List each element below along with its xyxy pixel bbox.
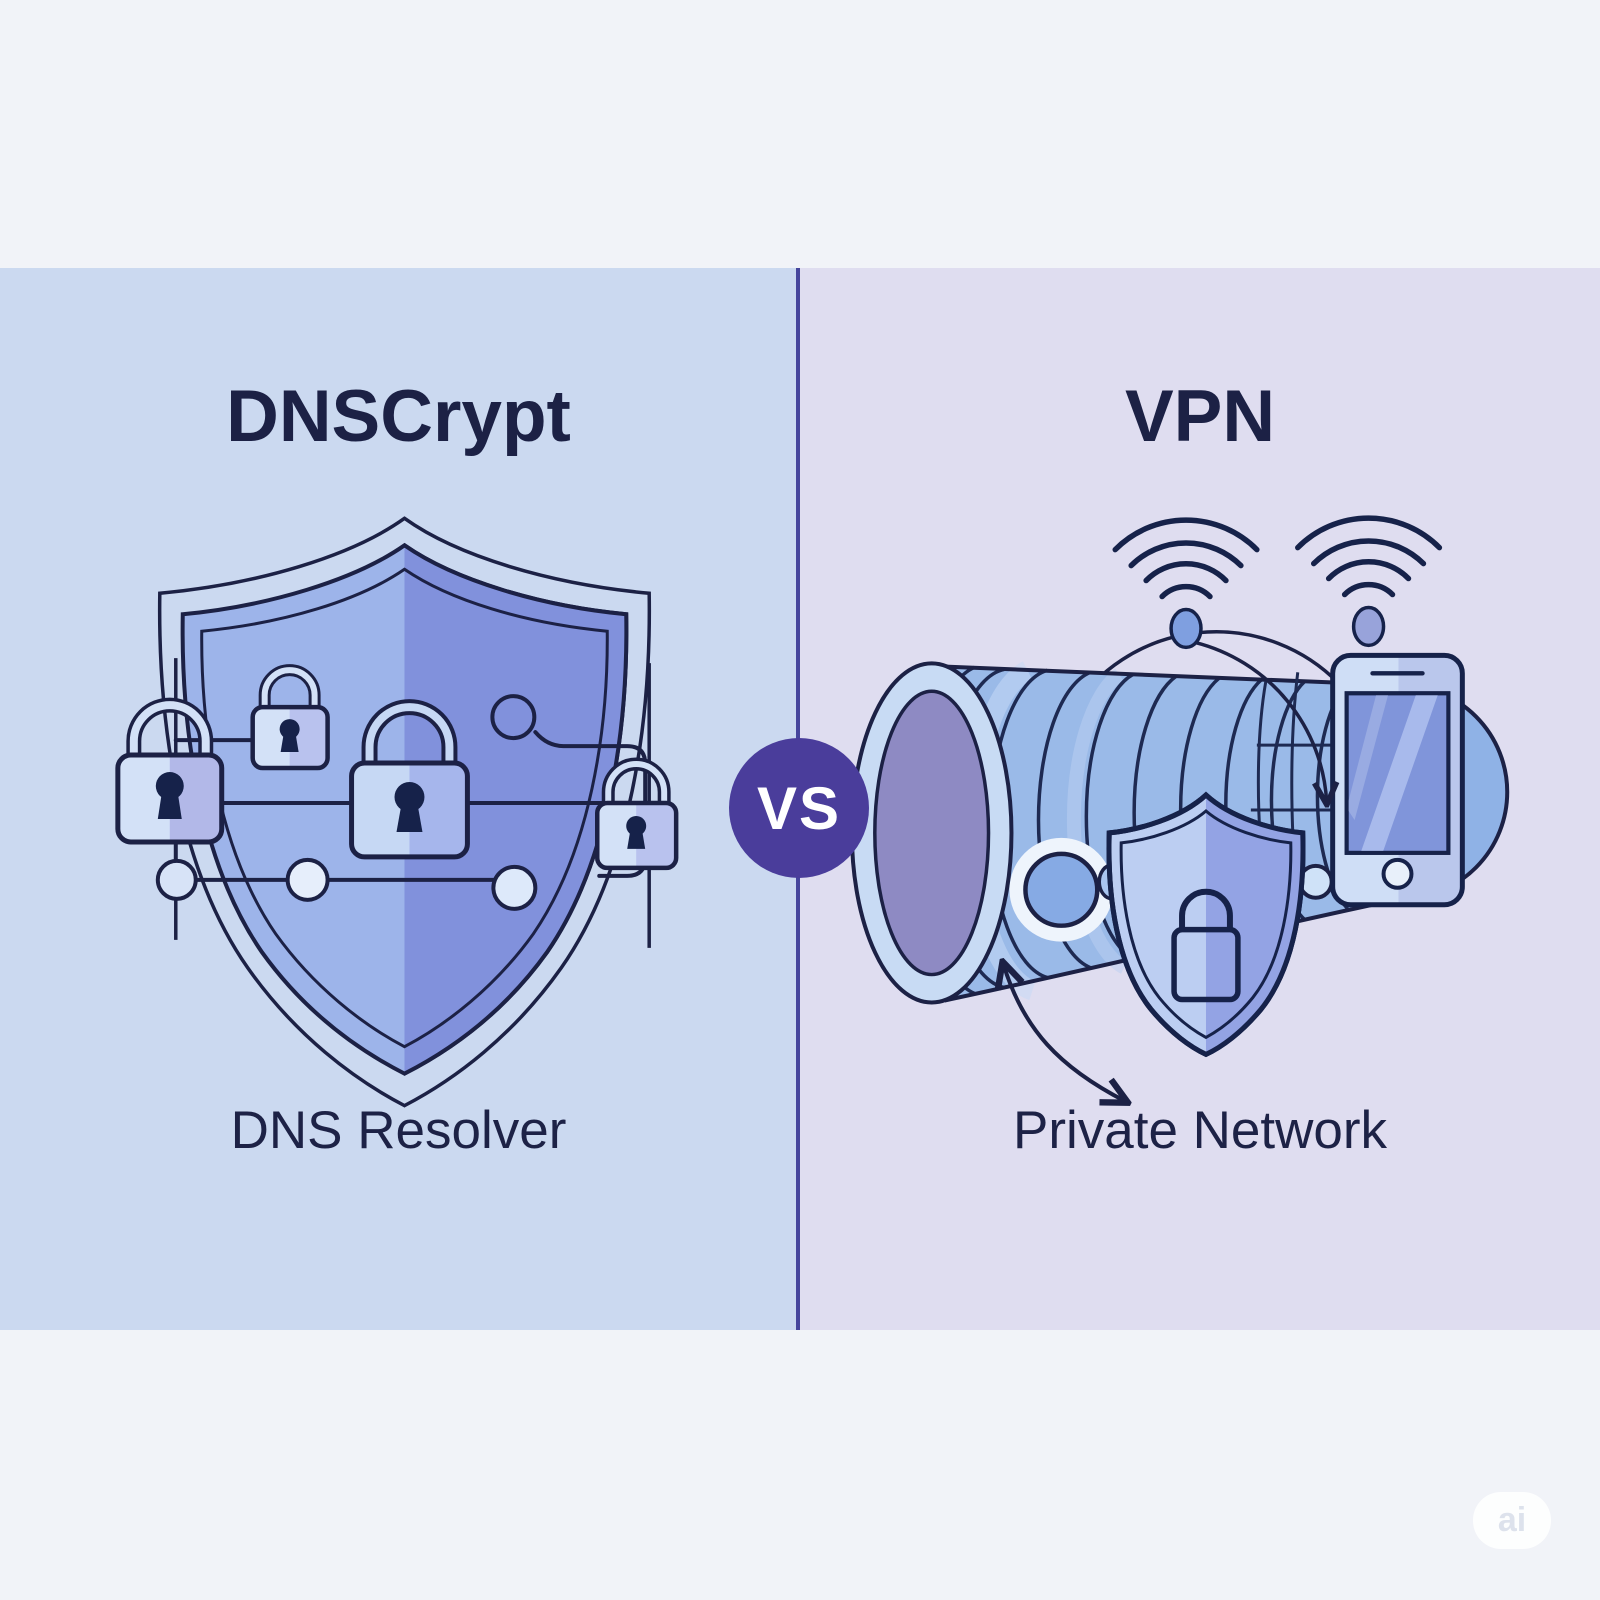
dnscrypt-illustration	[115, 516, 679, 1108]
padlock-icon	[115, 697, 225, 845]
arrow-icon	[1194, 640, 1327, 802]
lock-outline-icon	[1179, 888, 1233, 930]
vpn-caption: Private Network	[1012, 1101, 1388, 1160]
smartphone-icon	[1330, 652, 1465, 908]
wifi-icon	[1295, 515, 1443, 648]
panel-dnscrypt: DNSCrypt	[0, 268, 797, 1330]
shield-lock-icon	[1106, 791, 1306, 1058]
ai-watermark-badge: ai	[1473, 1492, 1551, 1549]
vs-label: VS	[756, 774, 842, 842]
top-band	[0, 0, 1600, 268]
tunnel-opening	[849, 661, 1014, 1005]
dnscrypt-title: DNSCrypt	[226, 376, 571, 457]
vpn-title: VPN	[1124, 376, 1276, 457]
dnscrypt-caption: DNS Resolver	[230, 1101, 567, 1160]
panel-vpn: VPN	[800, 268, 1600, 1330]
wifi-icon	[1112, 517, 1260, 650]
ai-watermark-label: ai	[1497, 1501, 1527, 1539]
shield-outer-outline	[157, 516, 652, 1108]
circuit-node-icon	[155, 694, 538, 911]
arrow-icon	[1003, 965, 1125, 1102]
padlock-icon	[349, 699, 470, 860]
vs-badge: VS	[729, 738, 869, 878]
padlock-icon	[595, 757, 679, 871]
bottom-band	[0, 1330, 1600, 1600]
padlock-icon	[250, 664, 330, 771]
vpn-illustration	[849, 515, 1510, 1330]
